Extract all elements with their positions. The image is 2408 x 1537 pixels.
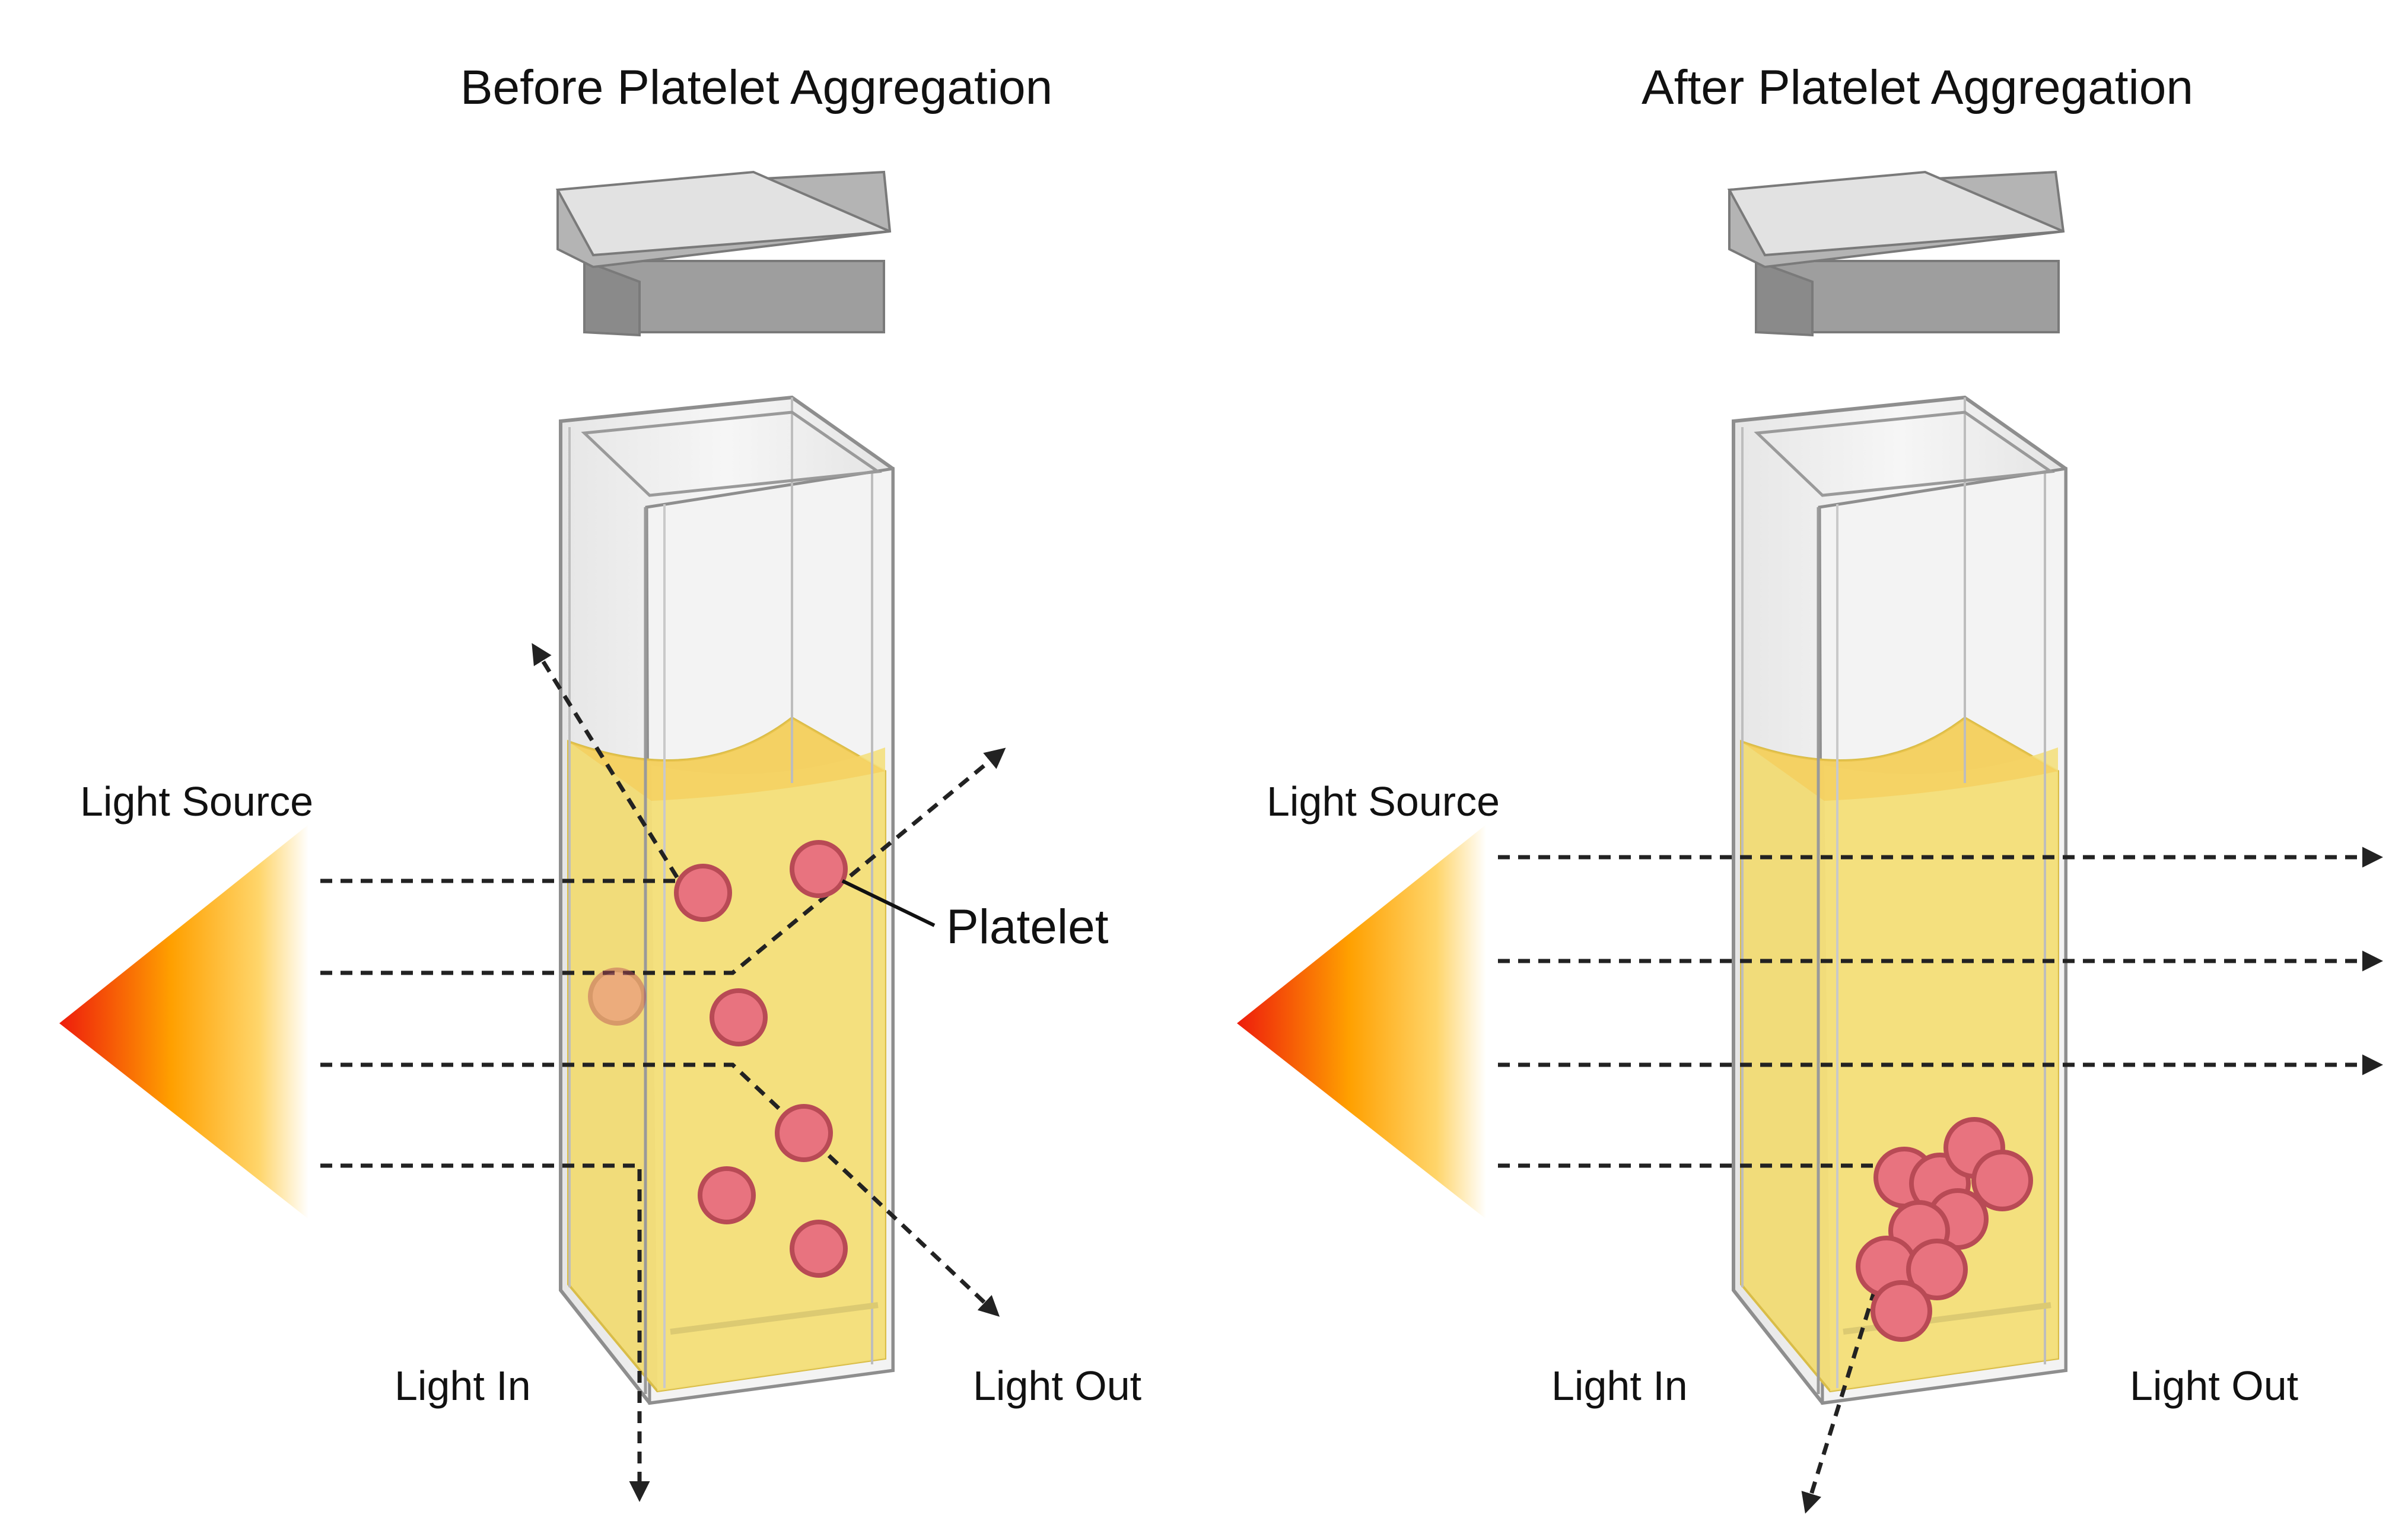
light-source-label: Light Source — [80, 778, 313, 825]
platelet-pointer — [841, 879, 936, 927]
light-in-label: Light In — [395, 1363, 531, 1409]
platelet-label: Platelet — [946, 900, 1109, 954]
light-out-label: Light Out — [2130, 1363, 2298, 1409]
beam-4 — [320, 1163, 650, 1502]
panel-title: After Platelet Aggregation — [1642, 61, 2193, 114]
platelets — [588, 840, 848, 1278]
platelet — [1871, 1280, 1932, 1342]
platelet — [790, 1220, 848, 1278]
cuvette-cap — [555, 170, 892, 337]
panel-before: Before Platelet Aggregation — [59, 61, 1141, 1502]
panel-after: After Platelet Aggregation Light Source — [1237, 61, 2383, 1514]
light-out-label: Light Out — [973, 1363, 1141, 1409]
platelet — [698, 1166, 756, 1224]
platelet-aggregate — [1856, 1117, 2033, 1342]
platelet — [588, 968, 646, 1026]
beam-3 — [320, 1062, 1000, 1317]
platelet — [1906, 1239, 1968, 1300]
cuvette-cap — [1727, 170, 2065, 337]
light-in-label: Light In — [1551, 1363, 1688, 1409]
platelet — [775, 1104, 833, 1162]
panel-title: Before Platelet Aggregation — [460, 61, 1052, 114]
platelet — [710, 988, 768, 1046]
platelet — [674, 864, 732, 922]
light-source-cone — [59, 825, 308, 1219]
platelet — [1971, 1150, 2033, 1211]
platelet — [790, 840, 848, 898]
light-source-cone — [1237, 825, 1486, 1219]
light-source-label: Light Source — [1267, 778, 1500, 825]
beam-2 — [320, 747, 1006, 975]
light-beams — [320, 643, 1006, 1502]
